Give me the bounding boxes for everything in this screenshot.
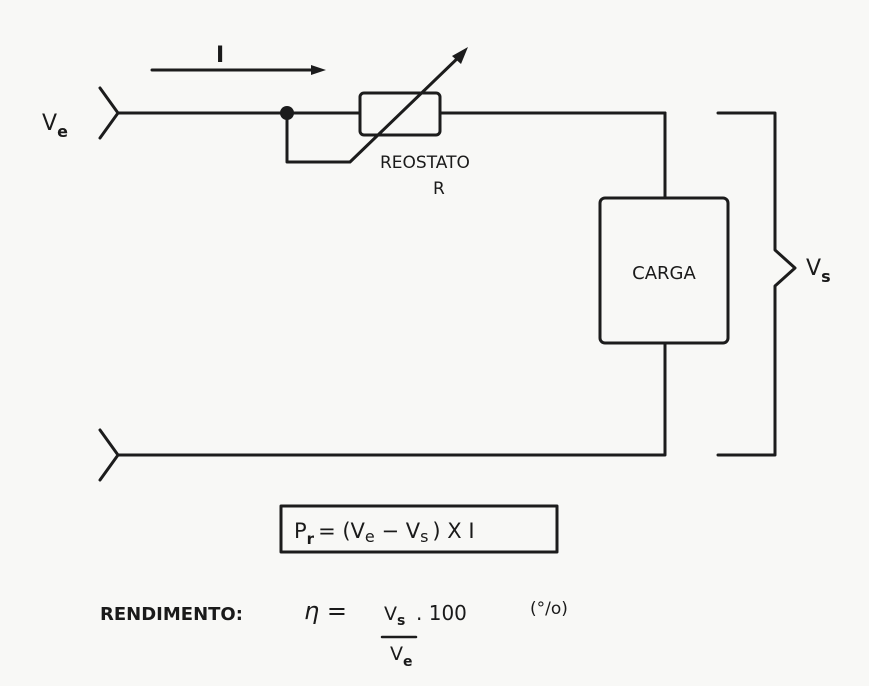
- rheostat-label: REOSTATO: [380, 153, 470, 173]
- input-terminal-bottom: [98, 428, 120, 482]
- efficiency-factor: . 100: [416, 601, 467, 625]
- output-voltage-label: Vs: [806, 256, 831, 286]
- power-formula: Pr= (Ve − Vs) X I: [294, 519, 475, 548]
- rheostat-wiper-wire: [285, 52, 464, 164]
- current-label: I: [216, 43, 224, 68]
- efficiency-numerator: Vs: [384, 603, 405, 629]
- return-wire: [116, 341, 667, 457]
- efficiency-eta: η =: [304, 597, 347, 625]
- input-terminal-top: [98, 86, 120, 140]
- output-voltage-bracket: [716, 111, 797, 457]
- rheostat-arrow-head-icon: [452, 47, 468, 64]
- efficiency-unit: (°/o): [530, 599, 568, 619]
- power-formula-box: [279, 504, 559, 554]
- efficiency-denominator: Ve: [390, 643, 413, 670]
- current-arrow-head-icon: [311, 65, 326, 75]
- load-label: CARGA: [632, 263, 696, 284]
- input-voltage-label: Ve: [42, 111, 68, 141]
- efficiency-label: RENDIMENTO:: [100, 604, 243, 625]
- rheostat-resistor: [358, 91, 442, 137]
- rheostat-symbol: R: [433, 179, 445, 199]
